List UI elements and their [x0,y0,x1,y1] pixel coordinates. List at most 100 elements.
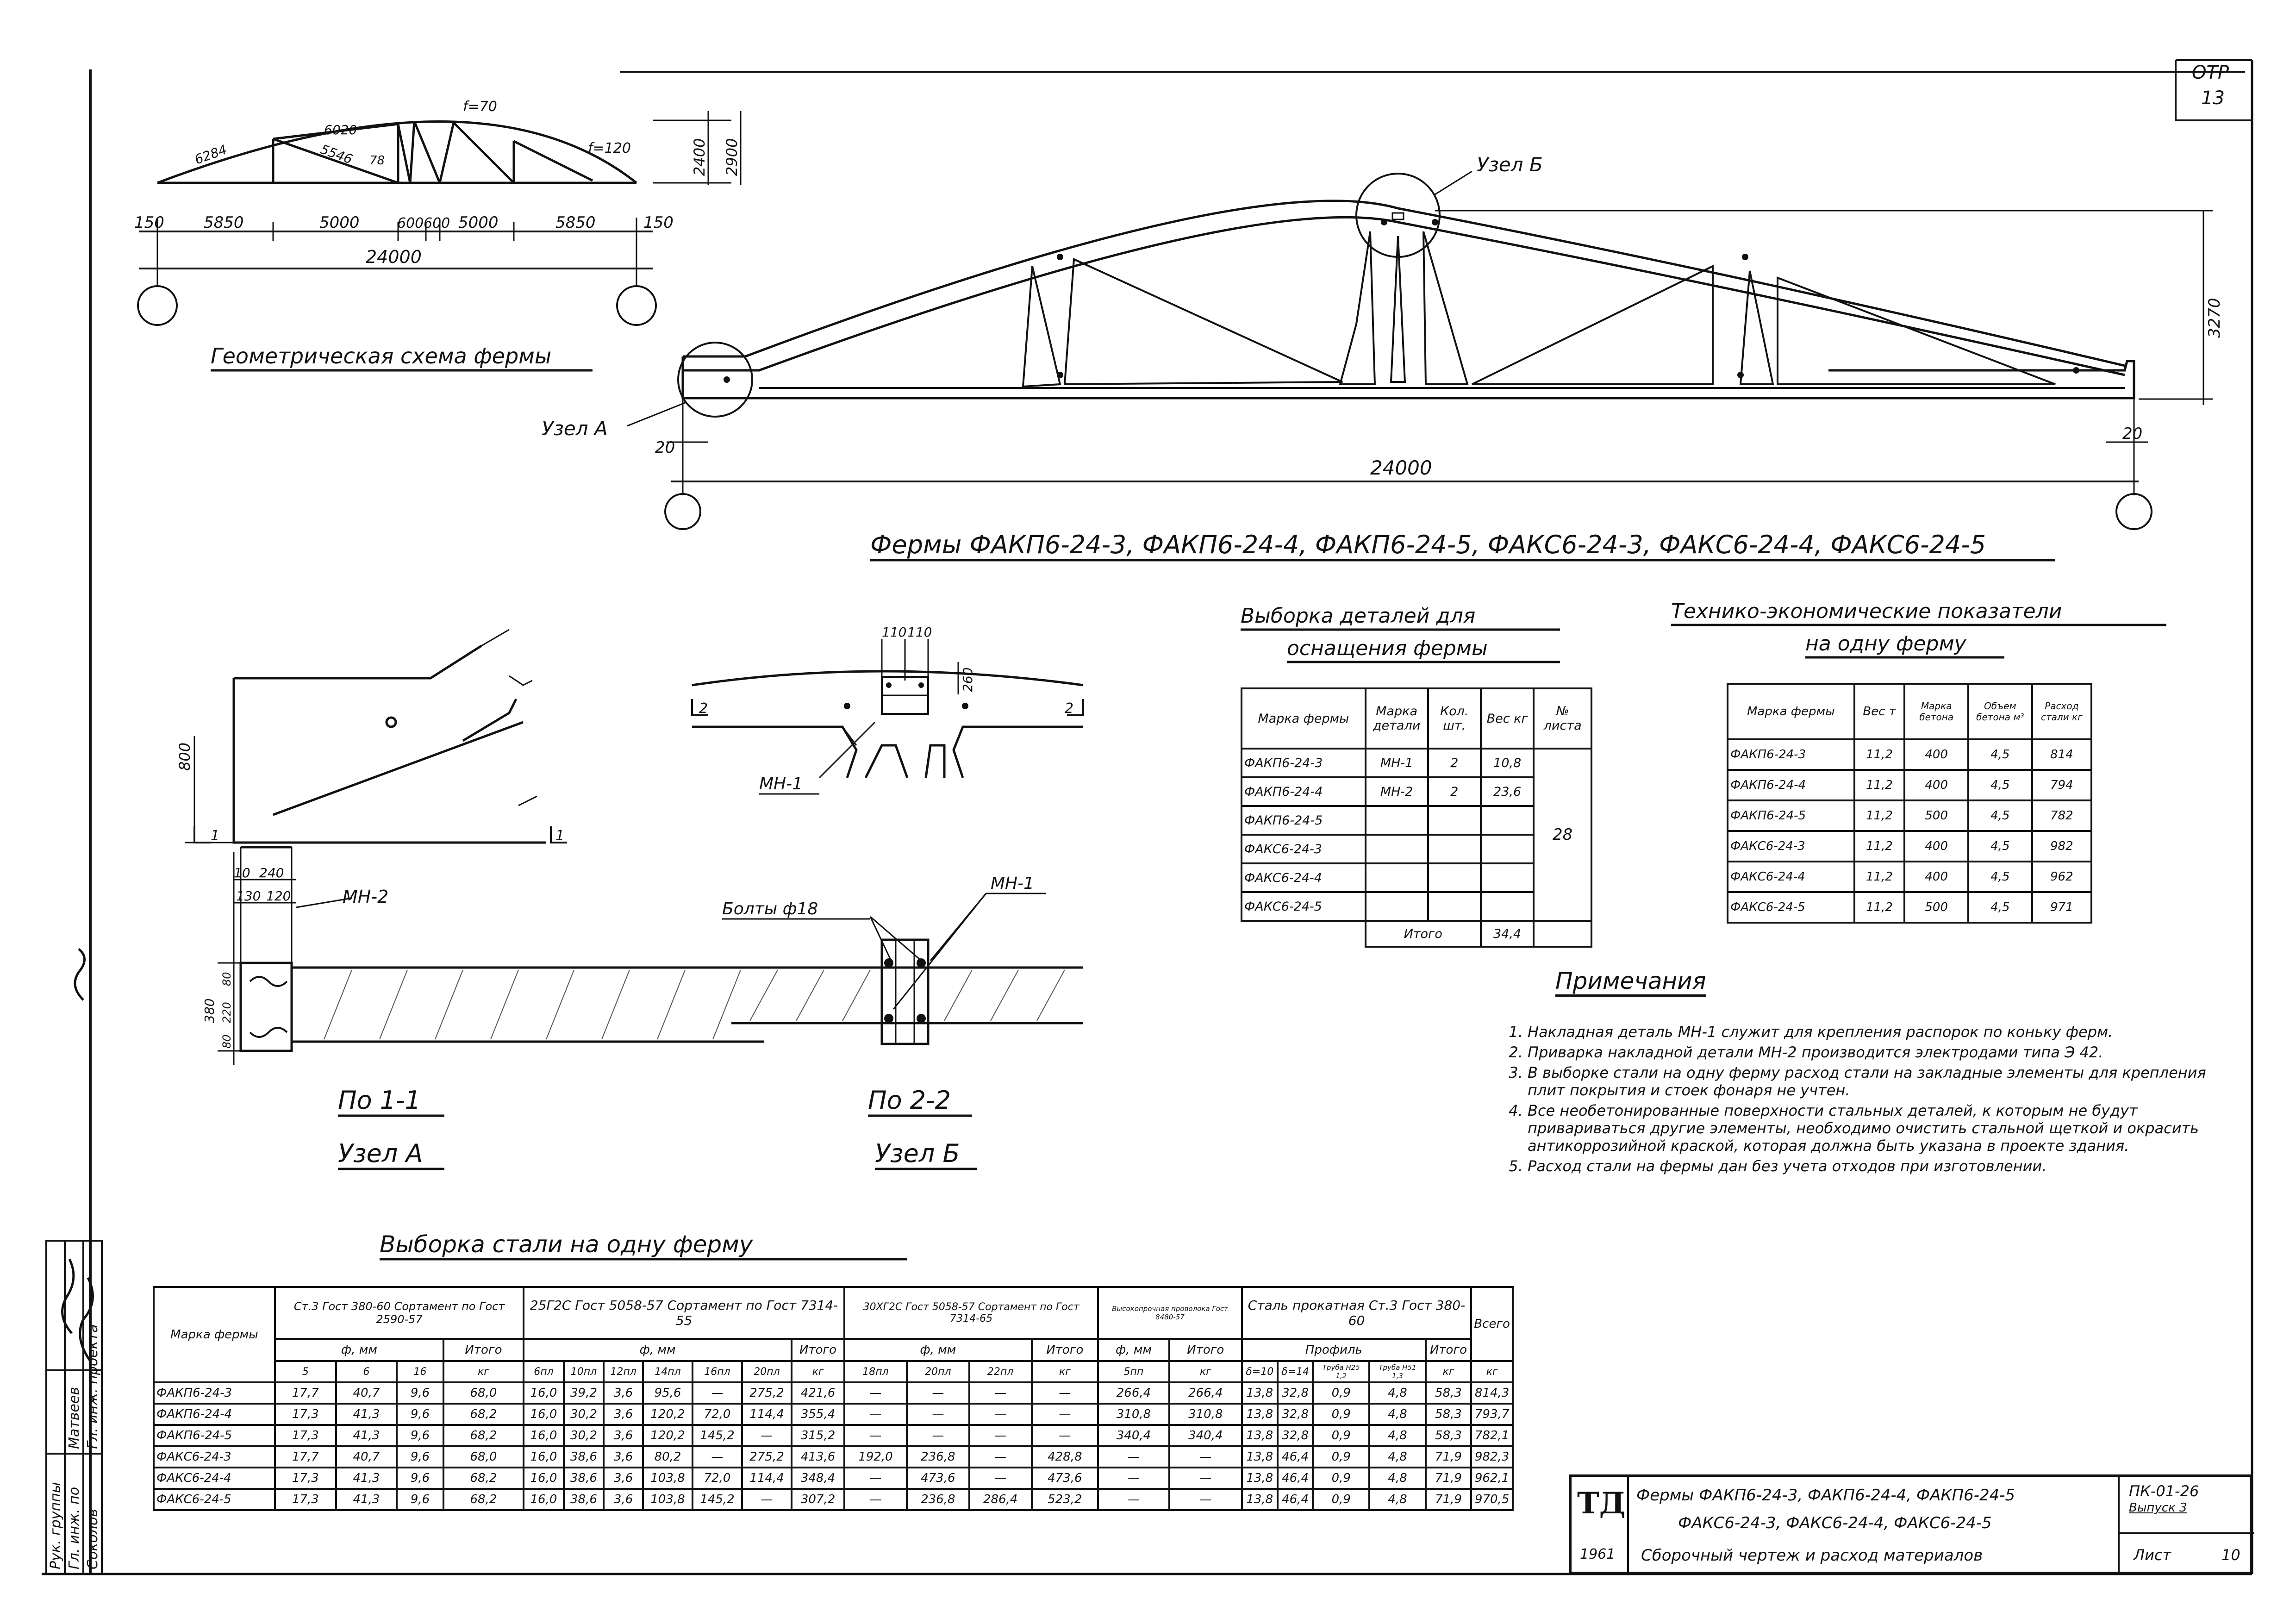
detail-b-title: Узел Б [875,1139,960,1168]
tech-cell: 400 [1903,738,1970,771]
steel-cell: — [905,1403,970,1426]
scheme-member-78: 78 [369,154,385,168]
steel-cell: 68,2 [442,1467,525,1490]
steel-cell: 782,1 [1470,1424,1514,1447]
steel-cell: 286,4 [968,1488,1033,1511]
steel-cell: 4,8 [1368,1488,1427,1511]
detail-b-cut-right: 2 [1065,700,1073,717]
steel-cell: 4,8 [1368,1403,1427,1426]
tech-cell: 962 [2031,861,2093,893]
note-item: Накладная деталь МН-1 служит для креплен… [1528,1023,2240,1041]
steel-cell: 41,3 [335,1424,398,1447]
steel-cell: — [691,1445,743,1468]
steel-cell: 95,6 [642,1381,694,1405]
notes-title: Примечания [1555,968,1706,997]
detail-a-dim-220: 220 [220,1002,233,1023]
scheme-dim-150-right: 150 [643,213,674,232]
fittings-table: Марка фермы Марка детали Кол. шт. Вес кг… [1241,687,1592,948]
truss-nodes [724,219,2079,383]
detail-a-dim-800: 800 [176,743,193,771]
steel-cell: 32,8 [1276,1403,1314,1426]
fittings-cell: МН-2 [1364,776,1429,807]
fittings-header: Марка фермы [1241,687,1366,750]
fittings-cell: ФАКП6-24-3 [1241,748,1366,778]
fittings-title-2: оснащения фермы [1287,637,1488,660]
detail-b-dim-110-left: 110 [882,625,906,640]
steel-cell: — [905,1381,970,1405]
stamp-line-1: Фермы ФАКП6-24-3, ФАКП6-24-4, ФАКП6-24-5 [1636,1486,2015,1505]
tech-cell: ФАКП6-24-4 [1727,769,1855,801]
tech-cell: 4,5 [1967,861,2033,893]
steel-cell: 266,4 [1168,1381,1243,1405]
steel-cell: 58,3 [1424,1424,1472,1447]
truss-offset-left: 20 [655,438,675,457]
steel-cell: — [843,1424,908,1447]
steel-subheader-kg: кг [1424,1360,1472,1383]
steel-profile: Профиль [1241,1338,1427,1362]
stamp-issue: Выпуск 3 [2129,1501,2187,1515]
steel-cell: — [968,1381,1033,1405]
steel-subheader-kg: кг [1030,1360,1099,1383]
fittings-cell [1427,891,1482,922]
steel-cell: 16,0 [523,1488,565,1511]
steel-cell: 9,6 [396,1467,444,1490]
steel-cell: — [968,1424,1033,1447]
steel-cell: — [843,1403,908,1426]
steel-itogo-2: Итого [791,1338,846,1362]
tech-cell: 400 [1903,830,1970,862]
steel-group-2: 25Г2С Гост 5058-57 Сортамент по Гост 731… [523,1286,846,1340]
steel-cell: 16,0 [523,1403,565,1426]
fittings-sheet-number: 28 [1533,748,1592,922]
scheme-dim-150-left: 150 [134,213,164,232]
steel-cell: 4,8 [1368,1381,1427,1405]
steel-subheader: δ=14 [1276,1360,1314,1383]
detail-a-title: Узел А [338,1139,423,1168]
steel-cell: 340,4 [1097,1424,1170,1447]
steel-cell: 41,3 [335,1467,398,1490]
fittings-cell [1479,891,1535,922]
title-block-divider [2120,1532,2254,1534]
steel-cell: 523,2 [1030,1488,1099,1511]
steel-subheader-kg: кг [791,1360,846,1383]
fittings-total-sheet [1533,920,1592,948]
steel-itogo-1: Итого [442,1338,525,1362]
tech-cell: ФАКП6-24-3 [1727,738,1855,771]
steel-cell: 17,7 [274,1381,337,1405]
title-block-logo-cell: ТД 1961 [1572,1477,1629,1574]
steel-cell: 0,9 [1312,1467,1371,1490]
steel-cell: — [1097,1445,1170,1468]
fittings-row: ФАКП6-24-5 [1241,805,1591,836]
note-item: Все необетонированные поверхности стальн… [1528,1102,2240,1155]
steel-cell: 9,6 [396,1424,444,1447]
steel-cell: 13,8 [1241,1424,1279,1447]
note-item: Приварка накладной детали МН-2 производи… [1528,1043,2240,1061]
corner-number: 13 [2201,87,2225,109]
steel-cell: — [1097,1488,1170,1511]
fittings-row: ФАКС6-24-4 [1241,862,1591,893]
steel-cell: 71,9 [1424,1488,1472,1511]
truss-elevation [627,170,2213,530]
detail-a-dim-240: 240 [259,865,284,881]
steel-cell: 114,4 [741,1403,793,1426]
steel-cell: ФАКС6-24-5 [153,1488,276,1511]
tech-cell: 794 [2031,769,2093,801]
steel-cell: 72,0 [691,1403,743,1426]
tech-cell: 782 [2031,800,2093,832]
margin-role-2: Гл. инж. по [66,1487,82,1569]
fittings-cell: МН-1 [1364,748,1429,778]
steel-cell: — [1168,1467,1243,1490]
steel-cell: 30,2 [562,1403,605,1426]
steel-cell: 275,2 [741,1445,793,1468]
detail-a-drawing [185,629,764,1065]
steel-cell: ФАКС6-24-3 [153,1445,276,1468]
scheme-dim-5850-left: 5850 [204,213,244,232]
steel-cell: 40,7 [335,1445,398,1468]
steel-subheader: 12пл [603,1360,644,1383]
